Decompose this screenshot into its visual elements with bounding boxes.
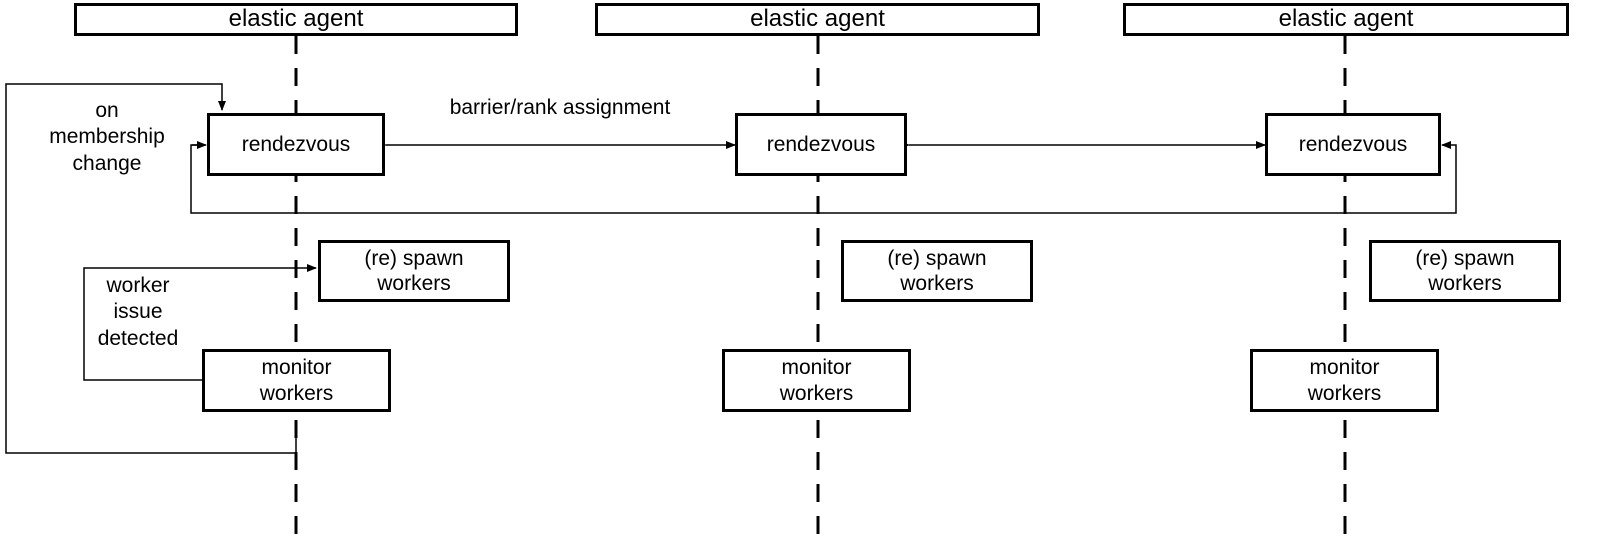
spawn-workers-box-3: (re) spawn workers (1369, 240, 1561, 302)
membership-change-label: on membership change (49, 99, 165, 175)
barrier-rank-label: barrier/rank assignment (449, 96, 671, 119)
rendezvous-box-3: rendezvous (1265, 113, 1441, 176)
monitor-workers-box-2: monitor workers (722, 349, 911, 412)
spawn-workers-box-2: (re) spawn workers (841, 240, 1033, 302)
spawn-workers-box-1: (re) spawn workers (318, 240, 510, 302)
worker-issue-label: worker issue detected (97, 274, 179, 350)
monitor-workers-box-3: monitor workers (1250, 349, 1439, 412)
rendezvous-box-2: rendezvous (735, 113, 907, 176)
rendezvous-box-1: rendezvous (207, 113, 385, 176)
worker-issue-loop (83, 264, 317, 381)
agent-title-3: elastic agent (1123, 3, 1569, 36)
membership-change-loop (5, 83, 297, 454)
agent-title-2: elastic agent (595, 3, 1040, 36)
agent-title-1: elastic agent (74, 3, 518, 36)
monitor-workers-box-1: monitor workers (202, 349, 391, 412)
